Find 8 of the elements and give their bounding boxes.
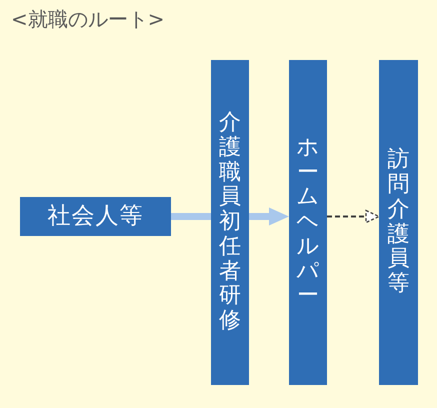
arrow (249, 208, 289, 226)
process-box: ホームヘルパー (289, 60, 327, 385)
process-box: 介護職員初任者研修 (211, 60, 249, 385)
process-box: 訪問介護員等 (379, 60, 418, 385)
arrow (327, 210, 380, 224)
connector-line (171, 213, 211, 220)
title: <就職のルート> (11, 7, 165, 31)
process-box: 社会人等 (20, 197, 171, 236)
